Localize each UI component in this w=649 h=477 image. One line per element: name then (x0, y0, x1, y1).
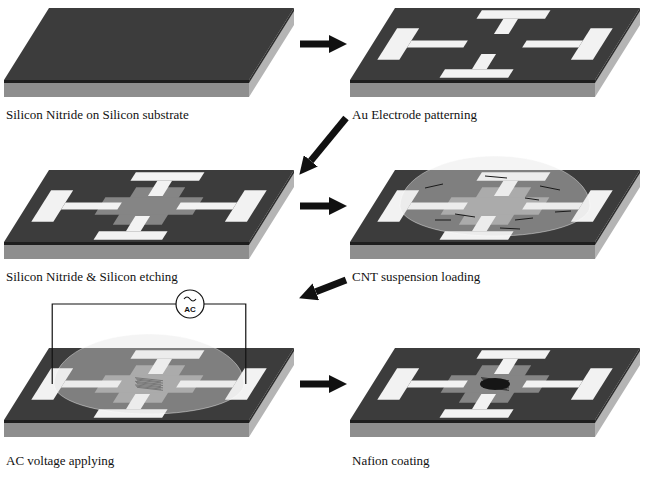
substrate-illustration (350, 8, 640, 97)
process-step: Au Electrode patterning (350, 2, 642, 124)
process-step: Silicon Nitride on Silicon substrate (4, 2, 296, 124)
process-arrow (300, 41, 329, 48)
process-step: AC voltage applying (4, 288, 296, 470)
process-arrow (300, 381, 329, 388)
source-label: AC (184, 305, 196, 314)
substrate-illustration (350, 348, 640, 437)
ac-source-wiring (52, 290, 246, 384)
process-arrow (311, 118, 346, 161)
process-step: Silicon Nitride & Silicon etching (4, 164, 296, 286)
process-arrow (300, 203, 329, 210)
step-caption: AC voltage applying (6, 453, 114, 468)
process-step: Nafion coating (350, 288, 642, 470)
step-caption: Silicon Nitride on Silicon substrate (6, 107, 189, 122)
process-step: CNT suspension loading (350, 164, 642, 286)
step-caption: Au Electrode patterning (352, 107, 477, 122)
substrate-illustration (350, 156, 640, 259)
substrate-illustration (4, 8, 294, 97)
step-caption: CNT suspension loading (352, 269, 480, 284)
step-caption: Nafion coating (352, 453, 430, 468)
substrate-illustration (4, 170, 294, 259)
step-caption: Silicon Nitride & Silicon etching (6, 269, 178, 284)
substrate-illustration (4, 334, 294, 437)
process-arrow (316, 280, 346, 292)
